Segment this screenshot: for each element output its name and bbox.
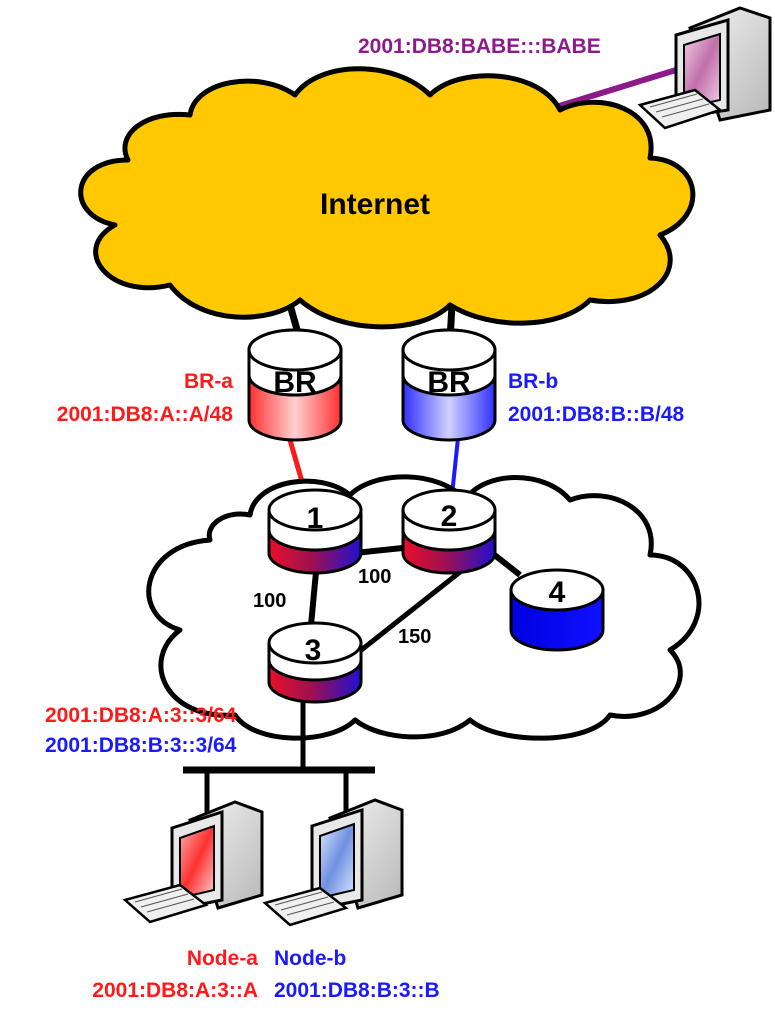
remote-host-address: 2001:DB8:BABE:::BABE <box>358 35 601 58</box>
router-1: 1 <box>267 488 363 575</box>
router-3: 3 <box>267 621 363 704</box>
router-4: 4 <box>509 568 605 652</box>
node-a-computer <box>122 800 264 924</box>
router-1-label: 1 <box>307 502 324 535</box>
br-b-prefix: 2001:DB8:B::B/48 <box>508 403 685 426</box>
internet-label: Internet <box>320 188 430 221</box>
router-3-address-blue: 2001:DB8:B:3::3/64 <box>45 734 237 757</box>
router-2: 2 <box>401 488 497 575</box>
computer-icon <box>637 6 772 130</box>
internet-cloud: Internet <box>78 66 696 330</box>
node-b-name: Node-b <box>274 947 346 970</box>
node-b-address: 2001:DB8:B:3::B <box>274 979 440 1002</box>
border-router-b: BR <box>401 328 497 442</box>
computer-icon <box>262 798 404 927</box>
link-r1-r3 <box>308 571 319 626</box>
router-2-label: 2 <box>441 500 458 533</box>
router-4-label: 4 <box>549 576 566 609</box>
br-b-label: BR <box>427 366 471 399</box>
cost-r2-r3: 150 <box>398 626 431 648</box>
router-3-label: 3 <box>305 634 322 667</box>
link-r2-r3 <box>353 570 462 657</box>
border-router-a: BR <box>247 328 343 442</box>
node-a-name: Node-a <box>187 947 258 970</box>
router-3-address-red: 2001:DB8:A:3::3/64 <box>45 704 237 727</box>
link-r2-r4 <box>490 550 522 578</box>
remote-host: 2001:DB8:BABE:::BABE <box>358 6 772 130</box>
computer-icon <box>122 800 264 924</box>
br-b-name: BR-b <box>508 370 558 393</box>
cost-r1-r3: 100 <box>253 590 286 612</box>
br-a-prefix: 2001:DB8:A::A/48 <box>57 403 234 426</box>
node-a-address: 2001:DB8:A:3::A <box>92 979 258 1002</box>
link-br-b-r2 <box>450 437 460 496</box>
cost-r1-r2: 100 <box>358 566 391 588</box>
br-a-name: BR-a <box>184 370 233 393</box>
node-b-computer <box>262 798 404 927</box>
br-a-label: BR <box>273 366 317 399</box>
lan-bus <box>183 766 375 815</box>
